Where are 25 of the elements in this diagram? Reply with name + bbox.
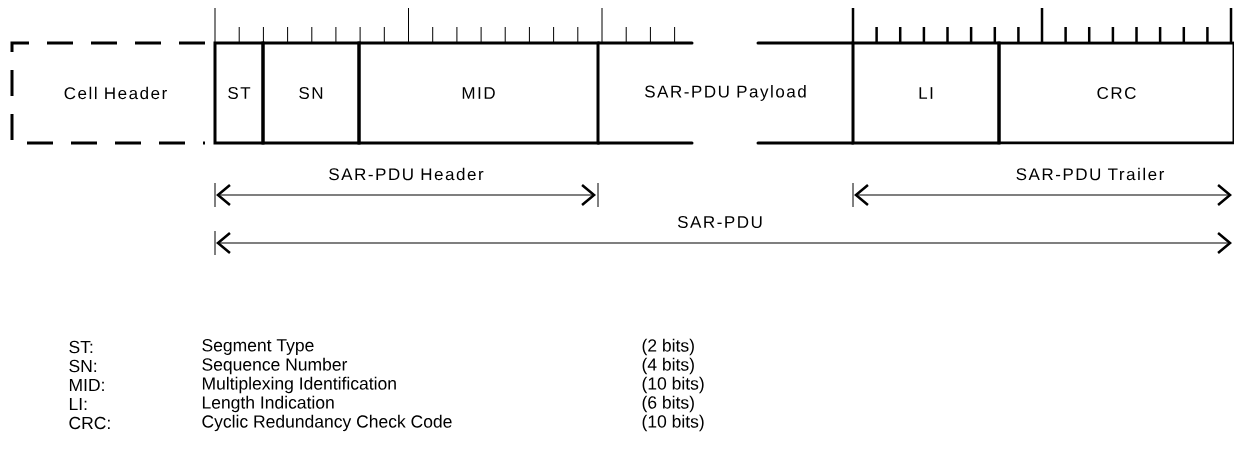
bit-count: (4 bits) [642,357,694,375]
abbreviation: SN: [69,359,97,373]
abbreviation: MID: [69,379,104,391]
abbreviation: LI: [69,398,87,410]
dimension-label: SAR-PDU Trailer [1016,167,1165,181]
field-name: Multiplexing Identification [202,376,396,394]
dimension-label: SAR-PDU Header [329,167,484,181]
bit-count: (2 bits) [642,338,694,356]
bit-count: (10 bits) [642,414,704,432]
field-name: Length Indication [202,395,334,413]
field-box: LI [851,41,1001,145]
field-box: ST [213,41,265,145]
field-box: CRC [997,41,1234,145]
field-box: MID [357,41,600,145]
field-name: Segment Type [202,339,314,355]
bit-count: (10 bits) [642,376,704,394]
header-box: Cell Header [10,41,205,145]
payload-field: SAR-PDU Payload [596,41,855,145]
field-name: Sequence Number [202,357,348,375]
abbreviation: CRC: [69,416,110,430]
field-name: Cyclic Redundancy Check Code [202,414,452,432]
abbreviation: ST: [69,340,93,354]
dimension-label: SAR-PDU [677,216,762,229]
field-box: SN [261,41,361,145]
bit-count: (6 bits) [642,395,694,413]
